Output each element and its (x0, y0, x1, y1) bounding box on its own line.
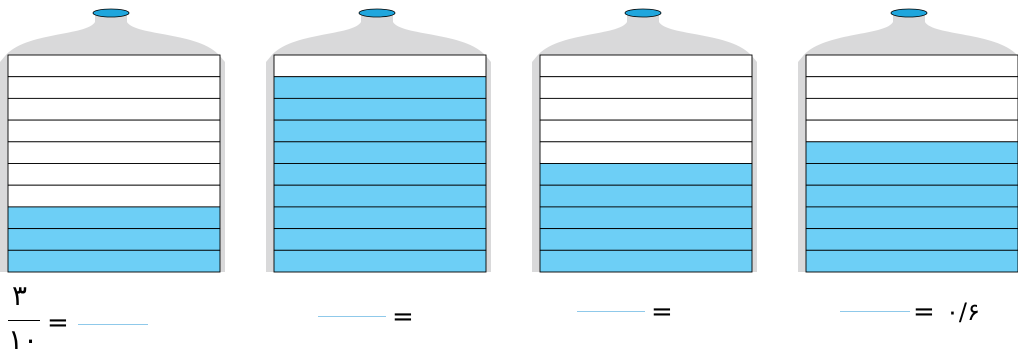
equals-sign: = (651, 299, 673, 325)
answer-2: = (266, 282, 466, 352)
empty-segment (806, 77, 1018, 99)
filled-segment (8, 207, 220, 229)
bottle-2 (266, 0, 491, 280)
answer-blank-3[interactable] (577, 311, 645, 312)
answer-blank-2[interactable] (318, 316, 386, 317)
fraction-denominator: ۱۰ (8, 326, 38, 354)
filled-segment (540, 185, 752, 207)
empty-segment (540, 77, 752, 99)
answer-3: = (532, 282, 732, 352)
empty-segment (274, 55, 486, 77)
empty-segment (540, 120, 752, 142)
filled-segment (274, 250, 486, 272)
filled-segment (274, 164, 486, 186)
empty-segment (8, 185, 220, 207)
empty-segment (8, 98, 220, 120)
filled-segment (8, 229, 220, 251)
filled-segment (8, 250, 220, 272)
bottle-4 (798, 0, 1018, 280)
bottle-graphic (798, 0, 1018, 280)
filled-segment (540, 207, 752, 229)
equals-sign: = (47, 310, 69, 336)
filled-segment (274, 229, 486, 251)
empty-segment (806, 120, 1018, 142)
answer-blank-4[interactable] (840, 311, 910, 312)
bottle-cap (891, 9, 927, 17)
bottle-graphic (0, 0, 225, 280)
equals-sign: = (392, 304, 414, 330)
given-decimal: ۰/۶ (946, 300, 980, 324)
filled-segment (274, 120, 486, 142)
empty-segment (8, 164, 220, 186)
empty-segment (540, 98, 752, 120)
bottle-graphic (532, 0, 757, 280)
empty-segment (8, 55, 220, 77)
filled-segment (540, 250, 752, 272)
filled-segment (806, 229, 1018, 251)
bottle-cap (359, 9, 395, 17)
filled-segment (806, 250, 1018, 272)
bottle-cap (93, 9, 129, 17)
filled-segment (806, 164, 1018, 186)
empty-segment (8, 120, 220, 142)
fraction-numerator: ۳ (12, 282, 27, 310)
empty-segment (540, 142, 752, 164)
empty-segment (8, 77, 220, 99)
bottle-cap (625, 9, 661, 17)
answer-4: = ۰/۶ (798, 282, 1018, 352)
filled-segment (274, 142, 486, 164)
bottle-3 (532, 0, 757, 280)
filled-segment (274, 77, 486, 99)
filled-segment (806, 142, 1018, 164)
filled-segment (540, 229, 752, 251)
filled-segment (806, 185, 1018, 207)
equals-sign: = (913, 299, 935, 325)
fraction-bar (8, 320, 40, 321)
filled-segment (540, 164, 752, 186)
empty-segment (806, 98, 1018, 120)
empty-segment (8, 142, 220, 164)
empty-segment (540, 55, 752, 77)
filled-segment (274, 185, 486, 207)
filled-segment (274, 98, 486, 120)
filled-segment (806, 207, 1018, 229)
answer-1: ۳ ۱۰ = (0, 282, 200, 352)
bottle-1 (0, 0, 225, 280)
empty-segment (806, 55, 1018, 77)
bottle-graphic (266, 0, 491, 280)
answer-blank-1[interactable] (78, 324, 148, 325)
filled-segment (274, 207, 486, 229)
